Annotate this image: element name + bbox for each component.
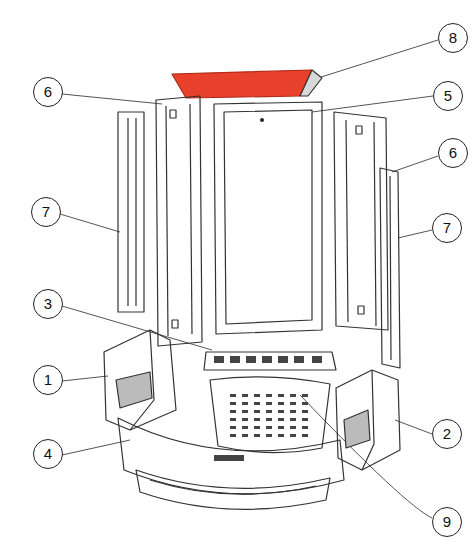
callout-number: 7 <box>432 213 462 243</box>
back-panel <box>214 102 322 334</box>
callout-number: 8 <box>438 23 468 53</box>
side-brick-left <box>104 330 176 430</box>
side-strip-left <box>118 112 144 312</box>
callout-number: 4 <box>33 439 63 469</box>
callout-number: 7 <box>31 197 61 227</box>
grate <box>210 377 330 453</box>
callout-number: 5 <box>433 81 463 111</box>
callout-number: 3 <box>33 289 63 319</box>
callout-number: 9 <box>432 507 462 537</box>
top-baffle <box>172 70 322 98</box>
leader-lines <box>60 40 438 518</box>
front-blocks <box>204 352 336 370</box>
side-panel-right <box>334 112 388 330</box>
side-brick-right <box>336 370 400 470</box>
callout-number: 1 <box>33 365 63 395</box>
callout-number: 6 <box>438 138 468 168</box>
side-panel-left <box>156 96 202 346</box>
front-base <box>118 418 344 509</box>
side-strip-right <box>380 168 400 368</box>
callout-number: 6 <box>33 77 63 107</box>
callout-number: 2 <box>432 419 462 449</box>
